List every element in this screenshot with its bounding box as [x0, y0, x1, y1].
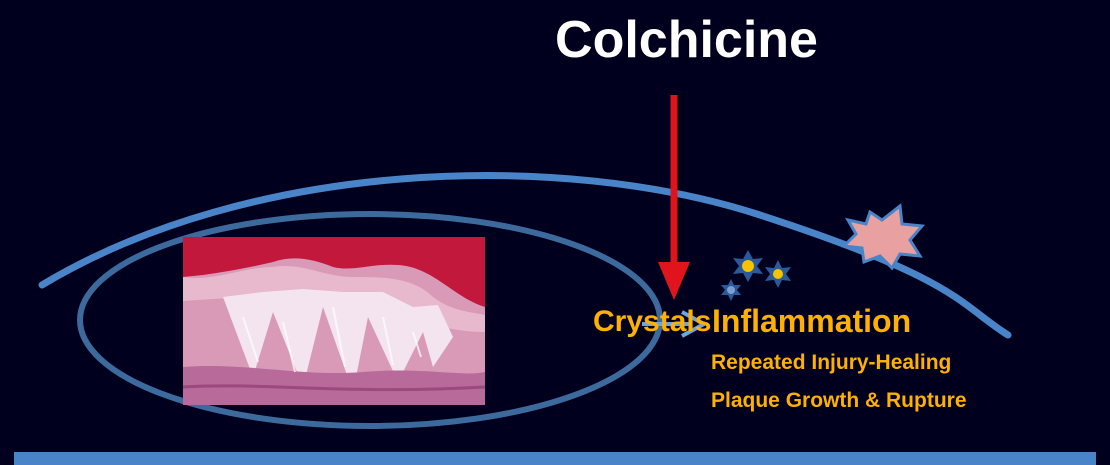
base-band [14, 452, 1096, 465]
effect-label-1: Repeated Injury-Healing [711, 351, 951, 375]
crystal-histology-image [183, 237, 485, 405]
rupture-burst-icon [844, 206, 922, 268]
crystals-label: Crystals [593, 305, 711, 339]
colchicine-arrow-head [658, 262, 690, 300]
diagram-title: Colchicine [0, 10, 1110, 70]
inflammation-label: Inflammation [712, 303, 911, 340]
effect-label-2: Plaque Growth & Rupture [711, 389, 967, 413]
inflammatory-cell-icon [721, 250, 791, 301]
